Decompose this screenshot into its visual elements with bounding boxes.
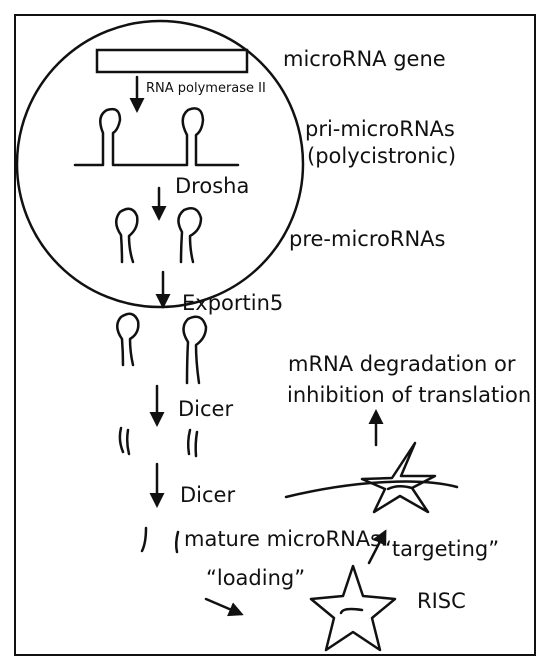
label-dicer-1: Dicer (178, 397, 233, 421)
label-targeting: “targeting” (381, 537, 499, 561)
risc-star-targeting (360, 441, 437, 514)
risc-loaded-microrna (339, 607, 364, 615)
duplex-right (186, 428, 199, 458)
label-risc: RISC (417, 589, 466, 613)
label-drosha: Drosha (175, 174, 249, 198)
label-loading: “loading” (206, 566, 305, 590)
label-dicer-2: Dicer (180, 483, 235, 507)
label-pre-micrornas: pre-microRNAs (289, 227, 445, 251)
label-outcome-line-2: inhibition of translation (287, 383, 531, 407)
pre-microrna-hairpin-right (177, 207, 203, 264)
label-polycistronic: (polycistronic) (307, 144, 456, 168)
mature-microrna-right (174, 530, 180, 554)
label-pri-micrornas: pri-microRNAs (305, 117, 455, 141)
mrna-strand (284, 480, 459, 499)
pri-microrna-transcript (73, 107, 240, 167)
exported-hairpin-right (182, 315, 208, 385)
label-microrna-gene: microRNA gene (283, 47, 446, 71)
risc-star-loading (309, 564, 397, 652)
exported-hairpin-left (116, 312, 140, 367)
label-mature-micrornas: mature microRNAs (184, 527, 381, 551)
arrow-targeting (367, 529, 387, 565)
label-outcome-line-1: mRNA degradation or (288, 352, 516, 376)
label-exportin5: Exportin5 (182, 291, 283, 315)
gene-box (95, 48, 249, 74)
label-rna-polymerase: RNA polymerase II (146, 81, 266, 96)
arrow-loading (204, 597, 244, 617)
pre-microrna-hairpin-left (115, 207, 139, 264)
duplex-left (118, 426, 131, 456)
risc-bound-microrna (386, 485, 414, 491)
figure-frame (14, 14, 536, 656)
mature-microrna-left (140, 526, 148, 553)
